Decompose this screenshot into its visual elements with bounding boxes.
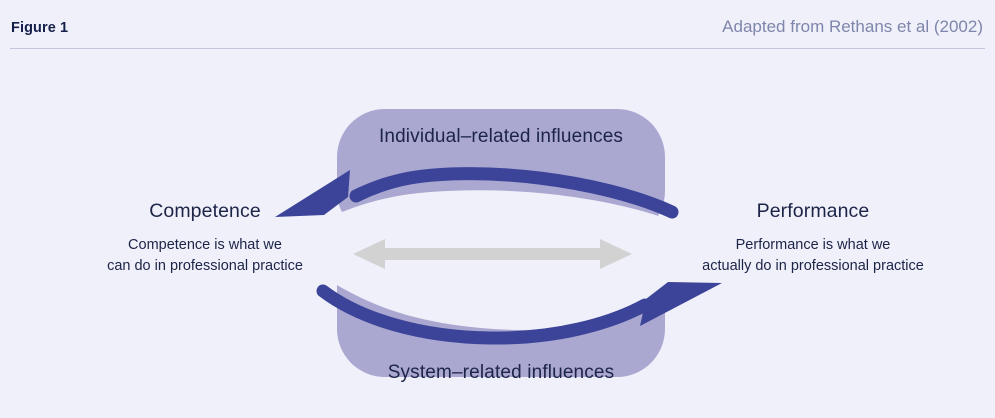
performance-title: Performance <box>756 200 870 222</box>
performance-description-line-2: actually do in professional practice <box>702 258 924 275</box>
figure-number-label: Figure 1 <box>11 20 69 36</box>
individual-influences-arrow <box>275 167 679 219</box>
competence-performance-diagram: Individual–related influences System–rel… <box>0 49 995 418</box>
system-arrowhead-icon <box>640 282 722 326</box>
figure-attribution: Adapted from Rethans et al (2002) <box>722 17 983 36</box>
competence-title: Competence <box>149 200 261 222</box>
performance-block: Performance Performance is what we actua… <box>648 200 978 277</box>
performance-description-line-1: Performance is what we <box>735 237 891 253</box>
competence-description-line-1: Competence is what we <box>128 237 282 253</box>
system-influences-label: System–related influences <box>387 362 615 383</box>
figure-header: Figure 1 Adapted from Rethans et al (200… <box>0 0 995 49</box>
competence-description-line-2: can do in professional practice <box>107 258 303 275</box>
individual-arrowhead-icon <box>275 170 350 217</box>
performance-description: Performance is what we actually do in pr… <box>648 235 978 277</box>
individual-influences-label: Individual–related influences <box>378 126 624 147</box>
system-influences-arrow <box>316 282 722 345</box>
bidirectional-arrow-icon <box>353 239 632 269</box>
competence-description: Competence is what we can do in professi… <box>60 235 350 277</box>
competence-block: Competence Competence is what we can do … <box>60 200 350 277</box>
header-divider <box>10 48 985 49</box>
diagram-graphics <box>275 109 722 377</box>
